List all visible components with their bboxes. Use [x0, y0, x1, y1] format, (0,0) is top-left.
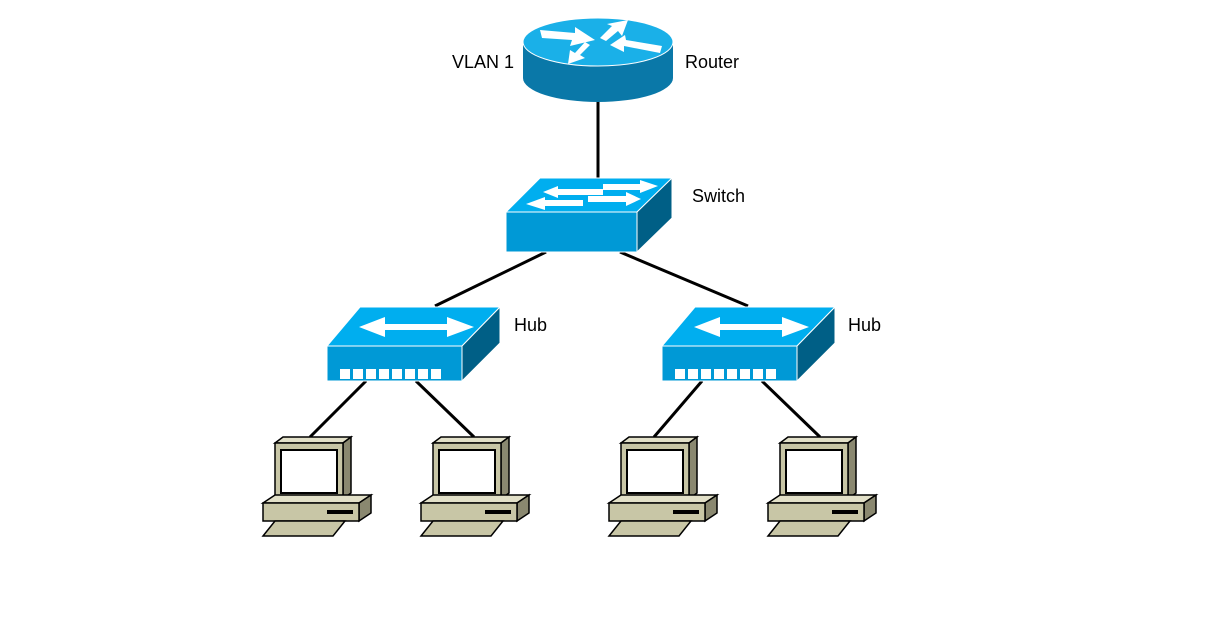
hub-icon-right[interactable]: [661, 306, 836, 382]
link-switch-hub-right: [619, 250, 749, 308]
switch-label: Switch: [692, 186, 745, 206]
pc-icon-4[interactable]: [767, 436, 877, 537]
hub-left-label: Hub: [514, 315, 547, 335]
hub-icon-left[interactable]: [326, 306, 501, 382]
link-hub-left-pc1: [308, 379, 368, 439]
pc-icon-2[interactable]: [420, 436, 530, 537]
link-hub-right-pc4: [760, 379, 822, 439]
switch-icon[interactable]: [504, 176, 674, 254]
link-hub-right-pc3: [652, 380, 704, 438]
router-label: Router: [685, 52, 739, 72]
hub-right-label: Hub: [848, 315, 881, 335]
vlan-label: VLAN 1: [452, 52, 514, 72]
link-switch-hub-left: [434, 250, 547, 308]
link-hub-left-pc2: [414, 379, 476, 439]
pc-icon-1[interactable]: [262, 436, 372, 537]
router-icon[interactable]: [522, 17, 674, 102]
pc-icon-3[interactable]: [608, 436, 718, 537]
